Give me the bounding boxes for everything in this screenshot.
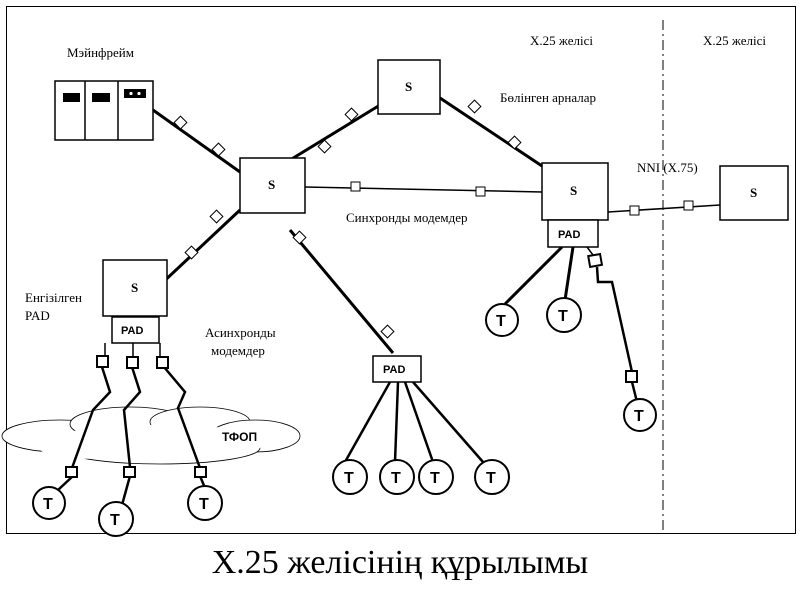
- modem-zigzags: [57, 266, 639, 506]
- switch-node-left: [102, 259, 168, 317]
- terminal-label: T: [634, 408, 644, 425]
- terminal-label: T: [430, 470, 440, 487]
- builtin-pad-label-line1: Енгізілген: [25, 290, 82, 305]
- switch-node-far-right: [719, 165, 789, 221]
- x25-network-label-right: X.25 желісі: [703, 33, 766, 48]
- builtin-pad-label-line2: PAD: [25, 308, 50, 323]
- terminal-label: T: [199, 496, 209, 513]
- terminal-label: T: [43, 496, 53, 513]
- pad-label-right: PAD: [558, 229, 580, 241]
- switch-node-top: [377, 59, 441, 115]
- modem-squares: [350, 181, 694, 216]
- terminal-label: T: [344, 470, 354, 487]
- nni-label: NNI (X.75): [637, 160, 698, 175]
- sync-modems-label: Синхронды модемдер: [346, 210, 468, 225]
- terminal-label: T: [110, 512, 120, 529]
- async-modems-label-line1: Асинхронды: [205, 325, 276, 340]
- async-modems-label-line2: модемдер: [211, 343, 265, 358]
- switch-node-right: [541, 162, 609, 221]
- terminal-labels: T T T T T T T T T T: [43, 308, 644, 529]
- terminals: [32, 297, 657, 537]
- modem-diamonds: [173, 99, 522, 339]
- dedicated-channels-label: Бөлінген арналар: [500, 90, 596, 105]
- mainframe: [54, 80, 154, 141]
- switch-label-left: S: [131, 280, 138, 295]
- switch-label-far-right: S: [750, 185, 757, 200]
- diagram-caption: X.25 желісінің құрылымы: [211, 544, 589, 581]
- terminal-label: T: [496, 313, 506, 330]
- mainframe-label: Мэйнфрейм: [67, 45, 134, 60]
- thin-lines: [104, 186, 721, 358]
- pad-label-center: PAD: [383, 364, 405, 376]
- pad-boxes: [111, 219, 599, 383]
- terminal-label: T: [486, 470, 496, 487]
- pstn-label: ТФОП: [222, 430, 257, 444]
- x25-network-label-left: X.25 желісі: [530, 33, 593, 48]
- switch-label-center: S: [268, 177, 275, 192]
- terminal-label: T: [391, 470, 401, 487]
- diagram-frame: [6, 6, 796, 534]
- line-adapters: [65, 252, 638, 478]
- switch-nodes: [102, 59, 789, 317]
- pad-label-left: PAD: [121, 325, 143, 337]
- switch-label-right: S: [570, 183, 577, 198]
- switch-node-center: [239, 157, 306, 214]
- switch-label-top: S: [405, 79, 412, 94]
- connection-lines: [152, 96, 575, 354]
- terminal-label: T: [558, 308, 568, 325]
- pad-to-terminal-lines: [343, 381, 484, 463]
